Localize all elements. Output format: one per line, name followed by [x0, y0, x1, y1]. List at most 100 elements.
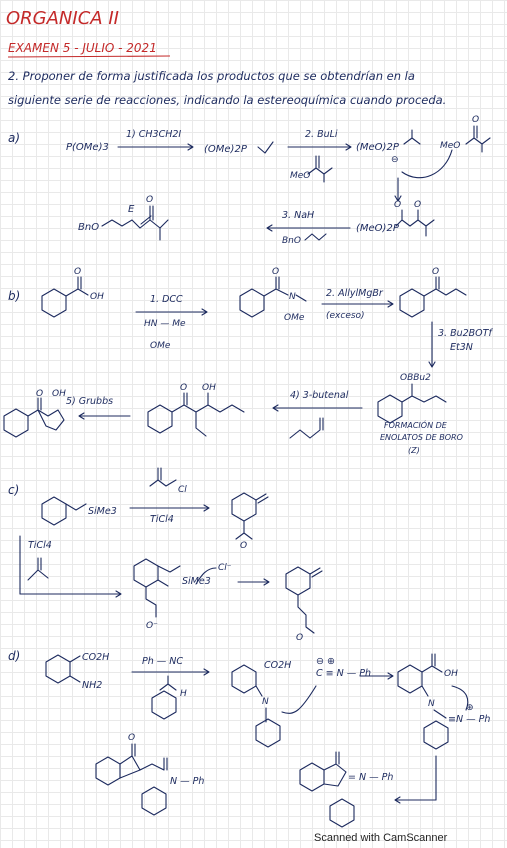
- enolate-ring: [377, 394, 403, 424]
- cyclic-intermediate-ring: [299, 762, 325, 792]
- e-geometry: E: [128, 204, 135, 215]
- final-c-chain: [297, 567, 323, 634]
- p-oxo: O: [394, 200, 401, 210]
- final-oh: OH: [52, 389, 66, 399]
- enolate-note-1: FORMACIÓN DE: [384, 419, 448, 430]
- nitrilium-bond: [433, 709, 447, 719]
- ester-reagent: MeO: [290, 171, 310, 181]
- acid-chloride-cl: Cl: [178, 485, 187, 495]
- intermediate-ring: [133, 558, 159, 588]
- part-c-label: c): [8, 483, 19, 497]
- exam-date: EXAMEN 5 - JULIO - 2021: [8, 41, 157, 55]
- enone-o: O: [146, 195, 153, 205]
- phosphonate-anion: (MeO)2P: [356, 142, 400, 153]
- attack-arrow: [401, 149, 453, 179]
- weinreb-amine: HN — Me: [144, 319, 186, 329]
- isocyanide-charges: ⊖ ⊕: [316, 656, 335, 667]
- cyclic-intermediate-lactone: [323, 751, 347, 787]
- isocyanide-reagent: Ph — NC: [142, 656, 183, 667]
- part-d-label: d): [8, 649, 20, 663]
- cyclohexanecarbaldehyde-link: [159, 675, 177, 691]
- imine-ring-1: [231, 664, 257, 694]
- step-b1: 1. DCC: [150, 294, 183, 305]
- aldehyde-h: H: [180, 689, 187, 699]
- step-b4: 4) 3-butenal: [290, 390, 349, 401]
- arrowhead: [201, 308, 208, 316]
- intermediate-chain: [145, 565, 181, 618]
- butenal-structure: [289, 417, 324, 439]
- final-c-o: O: [296, 633, 303, 643]
- acid-chloride-structure: [149, 467, 177, 487]
- isocyanide-arrow: [281, 685, 317, 714]
- carbonyl-o: O: [472, 115, 479, 125]
- step-b2: 2. AllylMgBr: [326, 288, 384, 299]
- weinreb-n: N: [289, 292, 296, 302]
- arrowhead: [394, 195, 402, 202]
- step-b3b: Et3N: [450, 342, 473, 353]
- carboxyl: [65, 276, 89, 297]
- arrowhead: [345, 143, 352, 151]
- amino-acid-co2h: CO2H: [82, 652, 109, 663]
- ester-reagent-2: MeO: [440, 141, 460, 151]
- arrowhead: [394, 796, 401, 804]
- arrowhead: [263, 578, 270, 586]
- part-a-label: a): [8, 131, 20, 145]
- enone-product: BnO: [78, 222, 99, 233]
- nitrilium-acid: [421, 653, 443, 697]
- weinreb-amine-ome: OMe: [150, 341, 171, 351]
- question-line-2: siguiente serie de reacciones, indicando…: [8, 93, 446, 107]
- arrowhead: [203, 504, 210, 512]
- aldol-o: O: [180, 383, 187, 393]
- aldehyde-chain: [304, 233, 327, 241]
- ethyl-chain: [257, 141, 274, 154]
- aldol-chain: [171, 392, 245, 437]
- chloride-arrow: [195, 567, 217, 585]
- ester-skeleton: [307, 155, 333, 183]
- weinreb-ring: [239, 288, 265, 318]
- beta-ketophosphonate: (MeO)2P: [356, 223, 400, 234]
- benzoic-acid-ring: [41, 288, 67, 318]
- step-a2: 2. BuLi: [305, 129, 338, 140]
- allylsilane-ring: [41, 496, 67, 526]
- arrowhead: [387, 672, 394, 680]
- lewis-acid-c1: TiCl4: [150, 514, 174, 525]
- intermediate-sime3: SiMe3: [182, 576, 211, 587]
- phosphonate-a: (OMe)2P: [204, 144, 248, 155]
- final-amide: N — Ph: [170, 776, 204, 787]
- allyl-ketone-ring: [399, 288, 425, 318]
- arrowhead: [428, 361, 436, 368]
- step-a3: 3. NaH: [282, 210, 314, 221]
- product-c-o: O: [240, 541, 247, 551]
- nitrilium-ion: ≡N — Ph: [448, 714, 490, 725]
- amino-acid-substituents: [69, 655, 81, 683]
- amino-acid-nh2: NH2: [82, 680, 102, 691]
- activated-acyl: [27, 557, 49, 581]
- aldehyde-reagent: BnO: [282, 236, 301, 246]
- lactam-o: O: [128, 733, 135, 743]
- part-b-label: b): [8, 289, 20, 303]
- final-cyclohexyl: [141, 786, 167, 816]
- imine-co2h: CO2H: [264, 660, 291, 671]
- enolate-note-3: (Z): [408, 446, 420, 455]
- nitrilium-ring: [397, 664, 423, 694]
- product-c-substituents: [235, 493, 269, 540]
- ketophosphonate-skeleton: [395, 209, 435, 237]
- nitrilium-n: N: [428, 699, 435, 709]
- carboxylate-arrow: [451, 685, 469, 711]
- weinreb-amide: [263, 276, 307, 302]
- c-oxo: O: [414, 200, 421, 210]
- ketone-o: O: [432, 267, 439, 277]
- arrowhead: [272, 404, 279, 412]
- question-line-1: 2. Proponer de forma justificada los pro…: [8, 69, 415, 83]
- grubbs-product-ring: [3, 408, 29, 438]
- arrowhead: [187, 143, 194, 151]
- amino-acid-ring: [45, 654, 71, 684]
- arrowhead: [78, 412, 85, 420]
- step-b5: 5) Grubbs: [66, 396, 113, 407]
- step-b3: 3. Bu2BOTf: [438, 328, 493, 339]
- amide-o: O: [272, 267, 279, 277]
- course-title: ORGANICA II: [6, 8, 119, 29]
- step-a1: 1) CH3CH2I: [126, 129, 181, 140]
